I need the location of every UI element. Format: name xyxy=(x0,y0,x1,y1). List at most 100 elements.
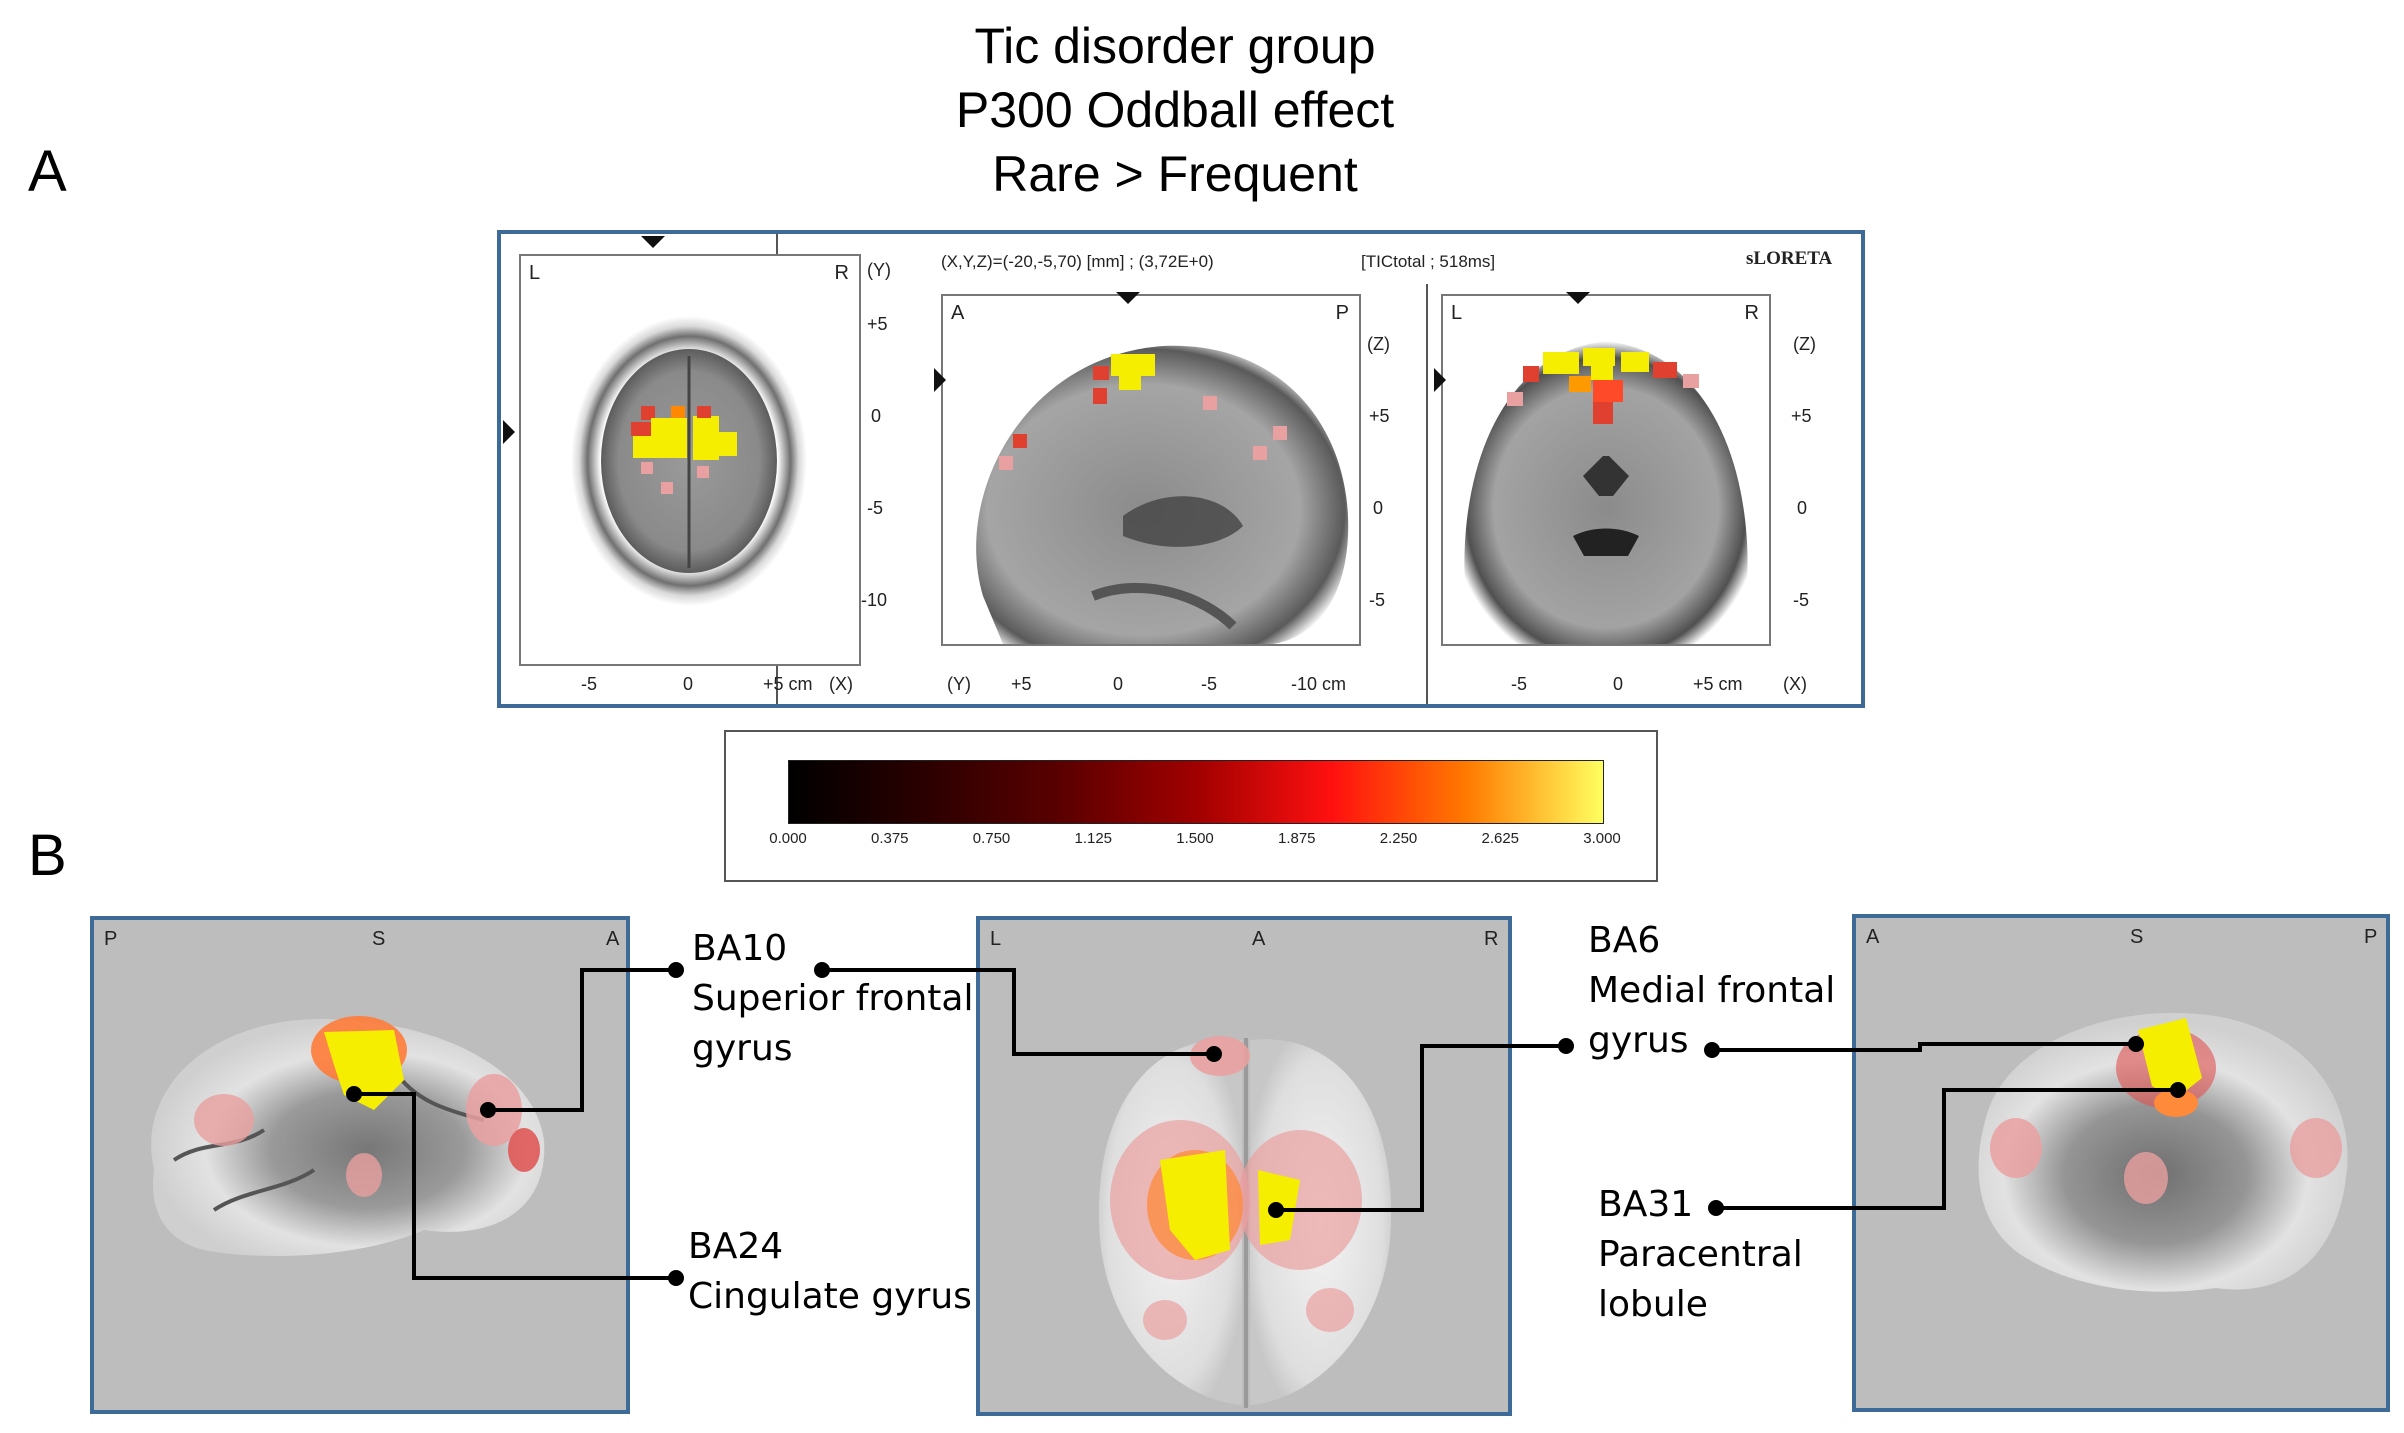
cortex-right-medial-view[interactable]: A S P xyxy=(1852,914,2390,1412)
ba6-name-1: Medial frontal xyxy=(1588,970,1836,1011)
coronal-axis-x-label: (X) xyxy=(1783,674,1807,694)
view-label: A xyxy=(606,928,620,950)
axial-brain-image xyxy=(571,316,807,606)
view-label: A xyxy=(1866,926,1880,948)
ba31-name-1: Paracentral xyxy=(1598,1234,1803,1275)
title-line-2: P300 Oddball effect xyxy=(955,82,1395,138)
ba6-top-leader xyxy=(1276,1044,1566,1212)
sagittal-z-tick: 0 xyxy=(1373,498,1384,518)
ba10-name-2: gyrus xyxy=(692,1028,793,1069)
colorbar-box: 0.000 0.375 0.750 1.125 1.500 1.875 2.250 2.625… xyxy=(724,730,1658,882)
axial-y-tick: +5 xyxy=(867,314,888,334)
leader-dot xyxy=(480,1102,496,1118)
ba6-right-leader xyxy=(1712,1042,2136,1052)
tic-readout: [TICtotal ; 518ms] xyxy=(1361,252,1496,271)
view-label: R xyxy=(1484,928,1499,950)
sagittal-y-tick: +5 xyxy=(1011,674,1032,694)
coronal-z-tick: +5 xyxy=(1791,406,1812,426)
sagittal-z-tick: -5 xyxy=(1369,590,1386,610)
panel-b-letter: B xyxy=(28,823,67,888)
cortex-left-lateral-view[interactable]: P S A xyxy=(90,916,630,1414)
axial-axis-y-label: (Y) xyxy=(867,260,891,280)
leader-dot xyxy=(1558,1038,1574,1054)
viewer-divider-2 xyxy=(1426,284,1428,704)
leader-dot xyxy=(346,1086,362,1102)
coronal-x-tick: -5 xyxy=(1511,674,1528,694)
axial-axis-x-label: (X) xyxy=(829,674,853,694)
sagittal-axis-z-label: (Z) xyxy=(1367,334,1390,354)
colorbar-tick-label: 3.000 xyxy=(1583,830,1621,847)
coronal-view[interactable]: L R xyxy=(1441,294,1771,646)
panel-a-letter: A xyxy=(28,139,67,204)
colorbar-tick-label: 1.500 xyxy=(1176,830,1214,847)
ba6-code: BA6 xyxy=(1588,920,1661,961)
colorbar-tick-label: 1.875 xyxy=(1277,830,1316,847)
axial-left-label: L xyxy=(529,262,541,284)
ba10-left-leader xyxy=(488,968,676,1112)
axial-y-tick: -5 xyxy=(867,498,884,518)
coronal-z-cursor xyxy=(1434,368,1446,392)
leader-dot xyxy=(668,962,684,978)
colorbar-tick-label: 0.750 xyxy=(972,830,1011,847)
coronal-activation xyxy=(1507,348,1699,424)
axial-y-cursor xyxy=(503,420,515,444)
colorbar-tick-label: 2.625 xyxy=(1481,830,1520,847)
ba24-leader xyxy=(354,1092,676,1280)
ba24-name-1: Cingulate gyrus xyxy=(688,1276,972,1317)
sloreta-brand: sLORETA xyxy=(1746,248,1833,269)
leader-dot xyxy=(668,1270,684,1286)
view-label: P xyxy=(104,928,118,950)
coronal-brain-image xyxy=(1464,341,1748,644)
ba6-label: BA6 Medial frontal gyrus xyxy=(1588,916,1835,1066)
sagittal-right-label: P xyxy=(1335,302,1349,324)
colorbar-tick-label: 0.000 xyxy=(769,830,807,847)
title-line-3: Rare > Frequent xyxy=(992,146,1358,202)
axial-right-label: R xyxy=(834,262,849,284)
coronal-z-tick: 0 xyxy=(1797,498,1808,518)
leader-dot xyxy=(2128,1036,2144,1052)
coronal-z-tick: -5 xyxy=(1793,590,1810,610)
coronal-x-tick: 0 xyxy=(1613,674,1624,694)
ba31-code: BA31 xyxy=(1598,1184,1694,1225)
axial-x-tick: 0 xyxy=(683,674,694,694)
sagittal-y-cursor xyxy=(1116,292,1140,304)
ba24-label: BA24 Cingulate gyrus xyxy=(688,1222,972,1322)
ba10-top-leader xyxy=(822,968,1214,1056)
view-label: A xyxy=(1252,928,1266,950)
sagittal-z-tick: +5 xyxy=(1369,406,1390,426)
coronal-x-cursor xyxy=(1566,292,1590,304)
coronal-x-tick: +5 cm xyxy=(1693,674,1743,694)
title-line-1: Tic disorder group xyxy=(974,18,1376,74)
ba6-name-2: gyrus xyxy=(1588,1020,1689,1061)
sagittal-z-cursor xyxy=(934,368,946,392)
ba10-name-1: Superior frontal xyxy=(692,978,974,1019)
view-label: P xyxy=(2364,926,2378,948)
figure-title: Tic disorder group P300 Oddball effect R… xyxy=(0,14,2350,206)
colorbar-tick-label: 2.250 xyxy=(1379,830,1418,847)
leader-dot xyxy=(2170,1082,2186,1098)
leader-dot xyxy=(814,962,830,978)
coronal-axis-z-label: (Z) xyxy=(1793,334,1816,354)
sagittal-y-tick: 0 xyxy=(1113,674,1124,694)
sagittal-y-tick: -5 xyxy=(1201,674,1218,694)
sagittal-axis-y-label: (Y) xyxy=(947,674,971,694)
axial-x-cursor xyxy=(641,236,665,248)
leader-dot xyxy=(1268,1202,1284,1218)
axial-y-tick: 0 xyxy=(871,406,882,426)
view-label: S xyxy=(372,928,386,950)
cortex-left-render xyxy=(151,1016,545,1256)
colorbar-tick-label: 0.375 xyxy=(870,830,909,847)
sagittal-activation xyxy=(999,354,1287,470)
sloreta-viewer: (X,Y,Z)=(-20,-5,70) [mm] ; (3,72E+0) [TI… xyxy=(497,230,1865,708)
leader-dot xyxy=(1704,1042,1720,1058)
sagittal-view[interactable]: A P xyxy=(941,294,1361,646)
axial-view[interactable]: L R xyxy=(519,254,861,666)
leader-dot xyxy=(1708,1200,1724,1216)
coronal-left-label: L xyxy=(1451,302,1463,324)
ba10-label: BA10 Superior frontal gyrus xyxy=(692,924,973,1074)
colorbar-tick-label: 1.125 xyxy=(1074,830,1113,847)
axial-x-tick: +5 cm xyxy=(763,674,813,694)
axial-x-tick: -5 xyxy=(581,674,598,694)
colorbar-gradient xyxy=(788,760,1604,824)
